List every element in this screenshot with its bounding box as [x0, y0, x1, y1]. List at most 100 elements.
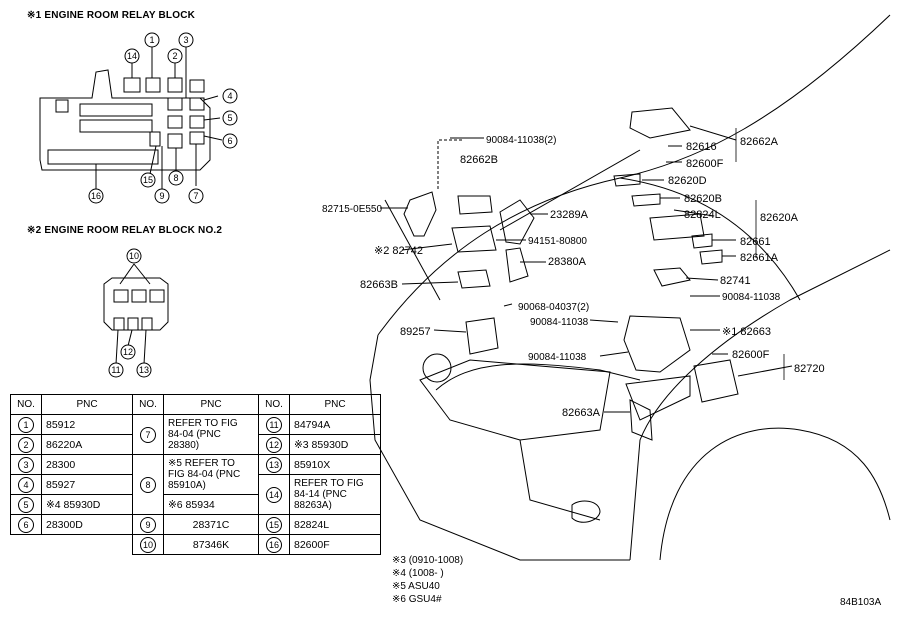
row-no: 1 — [18, 416, 34, 433]
row-pnc: 82600F — [289, 534, 381, 555]
callout-5: 5 — [222, 110, 238, 126]
label-90084-11038-a: 90084-11038 — [530, 317, 589, 328]
row-pnc: REFER TO FIG 84-04 (PNC 28380) — [163, 414, 259, 455]
row-pnc: 85912 — [41, 414, 133, 435]
svg-text:15: 15 — [143, 175, 153, 185]
label-82661: 82661 — [740, 236, 771, 248]
callout-14: 14 — [124, 48, 140, 64]
note-5: ※5 ASU40 — [392, 581, 440, 592]
header-no-1: NO. — [10, 394, 42, 415]
row-no: 15 — [266, 516, 282, 533]
svg-text:1: 1 — [149, 35, 154, 45]
svg-text:7: 7 — [193, 191, 198, 201]
note-4: ※4 (1008- ) — [392, 568, 444, 579]
svg-text:14: 14 — [127, 51, 137, 61]
table-row: 10 87346K 16 82600F — [10, 534, 381, 555]
label-82620D: 82620D — [668, 175, 707, 187]
row-no: 2 — [18, 436, 34, 453]
row-pnc: 28300 — [41, 454, 133, 475]
svg-text:3: 3 — [183, 35, 188, 45]
svg-text:5: 5 — [227, 113, 232, 123]
callout-12: 12 — [120, 344, 136, 360]
note-6: ※6 GSU4# — [392, 594, 442, 605]
label-82663A: 82663A — [562, 407, 601, 419]
row-pnc: 86220A — [41, 434, 133, 455]
row-pnc: 28300D — [41, 514, 133, 535]
row-pnc: 85910X — [289, 454, 381, 475]
header-pnc-3: PNC — [289, 394, 381, 415]
svg-text:6: 6 — [227, 136, 232, 146]
label-82620B: 82620B — [684, 193, 722, 205]
label-90084-11038-2: 90084-11038(2) — [486, 135, 556, 146]
callout-6: 6 — [222, 133, 238, 149]
label-82720: 82720 — [794, 363, 825, 375]
svg-text:4: 4 — [227, 91, 232, 101]
svg-text:12: 12 — [123, 347, 133, 357]
row-pnc: ※3 85930D — [289, 434, 381, 455]
callout-3: 3 — [178, 32, 194, 48]
callout-10: 10 — [126, 248, 142, 264]
part-labels: 90084-11038(2) 82662B 82715-0E550 23289A… — [322, 135, 825, 419]
table-row: 5 ※4 85930D ※6 85934 — [10, 494, 381, 515]
callout-4: 4 — [222, 88, 238, 104]
note-3: ※3 (0910-1008) — [392, 555, 464, 566]
label-82661A: 82661A — [740, 252, 779, 264]
label-82663B: 82663B — [360, 279, 398, 291]
components-drawing — [380, 107, 793, 441]
table-row: 6 28300D 9 28371C 15 82824L — [10, 514, 381, 535]
row-no: 3 — [18, 456, 34, 473]
svg-text:16: 16 — [91, 191, 101, 201]
header-no-3: NO. — [258, 394, 290, 415]
relay-block-1-drawing — [39, 46, 223, 190]
relay-block-2-drawing — [103, 263, 169, 365]
row-no: 12 — [266, 436, 282, 453]
label-90084-11038-b: 90084-11038 — [528, 352, 587, 363]
row-no: 4 — [18, 476, 34, 493]
label-82663: ※1 82663 — [722, 326, 771, 338]
row-pnc: 85927 — [41, 474, 133, 495]
svg-text:8: 8 — [173, 173, 178, 183]
label-28380A: 28380A — [548, 256, 587, 268]
callout-15: 15 — [140, 172, 156, 188]
row-no: 5 — [18, 496, 34, 513]
callout-9: 9 — [154, 188, 170, 204]
label-82620A: 82620A — [760, 212, 799, 224]
block1-title: ※1 ENGINE ROOM RELAY BLOCK — [27, 10, 196, 21]
row-pnc: REFER TO FIG 84-14 (PNC 88263A) — [289, 474, 381, 515]
row-pnc: ※5 REFER TO FIG 84-04 (PNC 85910A) — [163, 454, 259, 495]
row-no: 13 — [266, 456, 282, 473]
table-row: 3 28300 8 ※5 REFER TO FIG 84-04 (PNC 859… — [10, 454, 381, 515]
header-no-2: NO. — [132, 394, 164, 415]
row-no: 9 — [140, 516, 156, 533]
callout-7: 7 — [188, 188, 204, 204]
row-no: 11 — [266, 416, 282, 433]
table-row: 1 85912 7 REFER TO FIG 84-04 (PNC 28380)… — [10, 414, 381, 455]
row-pnc: ※6 85934 — [163, 494, 259, 515]
callout-13: 13 — [136, 362, 152, 378]
label-82715-0E550: 82715-0E550 — [322, 204, 382, 215]
row-no: 8 — [140, 476, 156, 493]
row-pnc: 84794A — [289, 414, 381, 435]
callout-8: 8 — [168, 170, 184, 186]
block1-callouts: 1 2 3 4 5 6 7 8 9 14 15 16 — [88, 32, 238, 204]
label-82600F-top: 82600F — [686, 158, 724, 170]
label-94151-80800: 94151-80800 — [528, 236, 587, 247]
vehicle-body-drawing — [369, 14, 891, 561]
label-23289A: 23289A — [550, 209, 589, 221]
row-no: 14 — [266, 486, 282, 503]
callout-1: 1 — [144, 32, 160, 48]
label-82741: 82741 — [720, 275, 751, 287]
callout-2: 2 — [167, 48, 183, 64]
label-82662A: 82662A — [740, 136, 779, 148]
label-89257: 89257 — [400, 326, 431, 338]
row-no: 6 — [18, 516, 34, 533]
header-pnc-1: PNC — [41, 394, 133, 415]
row-no: 16 — [266, 536, 282, 553]
header-pnc-2: PNC — [163, 394, 259, 415]
label-90084-11038-c: 90084-11038 — [722, 292, 781, 303]
label-82662B: 82662B — [460, 154, 498, 166]
row-pnc: ※4 85930D — [41, 494, 133, 515]
label-82824L: 82824L — [684, 209, 721, 221]
label-82600F: 82600F — [732, 349, 770, 361]
